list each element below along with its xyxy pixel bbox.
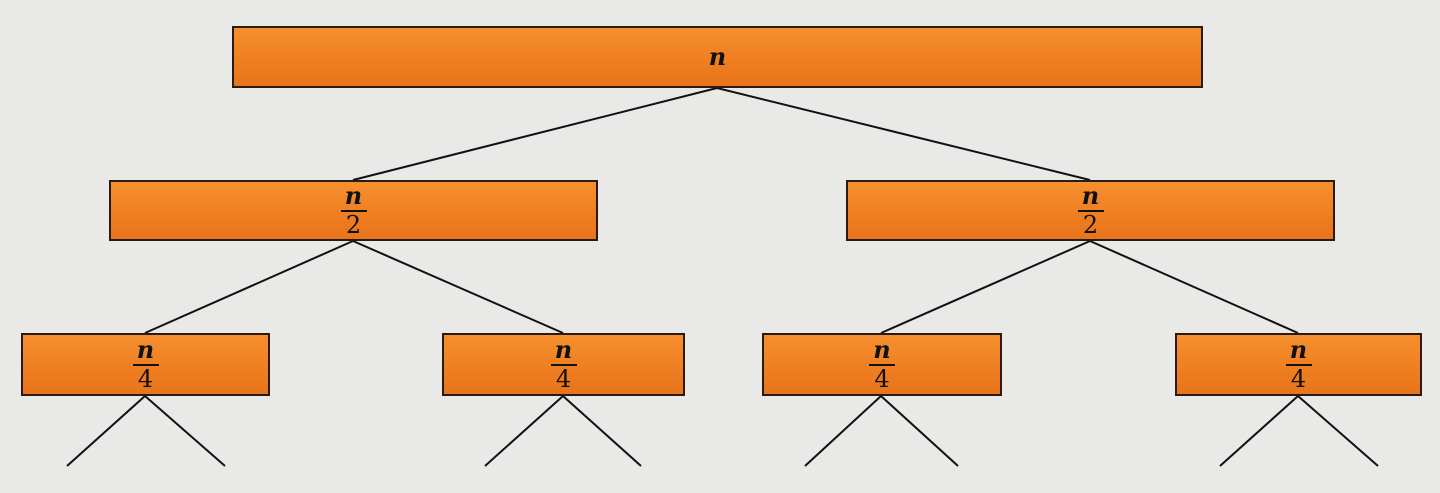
fraction-bar [340,210,367,212]
edge-l2b-down-left [484,395,564,467]
node-level2-3: n 4 [762,333,1002,396]
edge-l2c-down-right [880,395,959,467]
fraction-denominator: 2 [1082,211,1099,239]
fraction-denominator: 4 [137,365,154,393]
edge-l2c-down-left [804,395,882,467]
edge-l2d-down-left [1219,395,1299,467]
fraction-numerator: n [1289,335,1308,364]
fraction-bar [1285,364,1312,366]
fraction-bar [550,364,577,366]
edge-l2d-down-right [1297,395,1379,467]
fraction: n 4 [132,335,159,393]
edge-l1a-l2a [144,240,354,334]
fraction: n 4 [550,335,577,393]
node-root-label: n [708,42,727,71]
edge-l1a-l2b [352,240,564,334]
fraction-numerator: n [873,335,891,364]
edge-root-right [716,87,1091,181]
node-level1-left: n 2 [109,180,598,241]
node-level2-4: n 4 [1175,333,1422,396]
fraction-denominator: 4 [1290,365,1307,393]
fraction-bar [1077,210,1104,212]
edge-l2a-down-right [144,395,226,467]
edge-l1b-l2d [1089,240,1299,334]
edge-root-left [352,87,718,181]
fraction: n 4 [869,338,895,391]
fraction-denominator: 2 [345,211,362,239]
edge-l1b-l2c [880,240,1091,334]
edge-l2a-down-left [66,395,146,467]
fraction-numerator: n [136,335,155,364]
edge-l2b-down-right [562,395,642,467]
fraction-numerator: n [344,181,363,210]
fraction-denominator: 4 [555,365,572,393]
fraction: n 2 [1077,181,1104,239]
fraction-denominator: 4 [874,365,890,393]
fraction-numerator: n [1081,181,1100,210]
fraction: n 4 [1285,335,1312,393]
fraction-bar [869,364,895,366]
node-level2-2: n 4 [442,333,685,396]
fraction: n 2 [340,181,367,239]
fraction-bar [132,364,159,366]
fraction-numerator: n [554,335,573,364]
node-level2-1: n 4 [21,333,270,396]
node-root: n [232,26,1203,88]
node-level1-right: n 2 [846,180,1335,241]
